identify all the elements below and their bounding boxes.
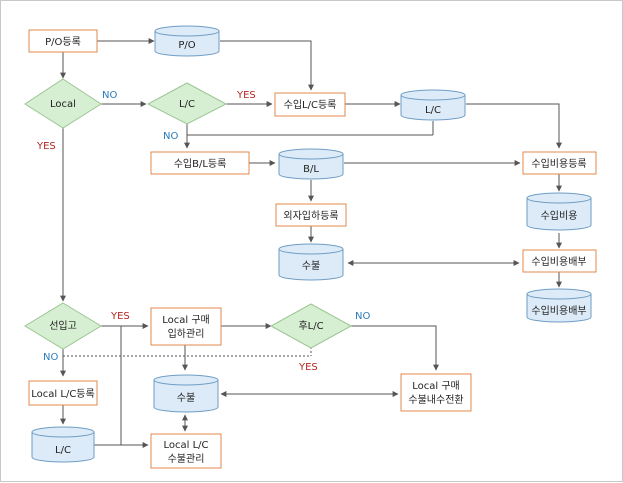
db-subul-top-label: 수불 <box>302 260 320 272</box>
db-lc-top-label: L/C <box>425 105 441 116</box>
edge-lc-db-to-import-cost <box>466 103 562 149</box>
db-import-cost-alloc-label: 수입비용배부 <box>531 304 586 317</box>
db-subul-bottom: 수불 <box>153 374 219 413</box>
decisions: Local L/C 선입고 후L/C <box>24 78 353 350</box>
db-import-cost-alloc: 수입비용배부 <box>526 288 592 323</box>
box-import-bl-register-label: 수입B/L등록 <box>174 157 227 170</box>
label-yes-lc: YES <box>236 90 256 101</box>
box-po-register-label: P/O등록 <box>45 36 81 48</box>
box-import-lc-register-label: 수입L/C등록 <box>284 98 337 111</box>
box-foreign-receipt-register-label: 외자입하등록 <box>283 209 338 222</box>
decision-local-label: Local <box>50 99 76 110</box>
label-yes-pre-receipt: YES <box>110 311 130 322</box>
box-foreign-receipt-register: 외자입하등록 <box>275 203 347 227</box>
box-import-lc-register: 수입L/C등록 <box>274 92 346 117</box>
process-boxes: P/O등록 수입L/C등록 수입B/L등록 수입비용등록 외자입하등록 수입비용… <box>28 29 597 469</box>
edge-po-db-to-import-lc <box>220 40 314 91</box>
box-local-lc-register-label: Local L/C등록 <box>31 388 94 400</box>
label-no-local: NO <box>102 90 117 101</box>
db-import-cost-label: 수입비용 <box>541 209 578 222</box>
decision-local: Local <box>24 78 102 129</box>
box-local-purchase-convert-line2: 수불내수전환 <box>408 394 463 406</box>
box-local-lc-register: Local L/C등록 <box>28 380 98 406</box>
decision-post-lc: 후L/C <box>269 303 353 349</box>
db-po-label: P/O <box>178 40 195 51</box>
box-import-bl-register: 수입B/L등록 <box>150 151 250 175</box>
decision-lc: L/C <box>146 82 228 125</box>
db-import-cost: 수입비용 <box>526 192 592 231</box>
box-local-purchase-receipt-line1: Local 구매 <box>162 314 210 326</box>
db-lc-bottom-label: L/C <box>55 445 71 456</box>
box-local-lc-subul-line1: Local L/C <box>163 440 208 451</box>
db-subul-bottom-label: 수불 <box>177 392 195 404</box>
box-local-purchase-convert-line1: Local 구매 <box>412 380 460 392</box>
box-import-cost-register-label: 수입비용등록 <box>531 157 586 170</box>
box-local-lc-subul-line2: 수불관리 <box>168 453 205 465</box>
data-stores: P/O L/C B/L 수입비용 수불 수입비용배부 <box>31 25 592 463</box>
connectors <box>60 38 562 448</box>
label-yes-local: YES <box>36 141 56 152</box>
label-no-post-lc: NO <box>355 311 370 322</box>
branch-labels: NO YES NO YES YES NO NO YES <box>36 90 370 373</box>
decision-post-lc-label: 후L/C <box>298 320 323 332</box>
box-local-lc-subul: Local L/C 수불관리 <box>150 433 222 469</box>
db-lc-bottom: L/C <box>31 426 95 463</box>
db-bl: B/L <box>278 148 344 180</box>
box-import-cost-alloc: 수입비용배부 <box>522 249 597 273</box>
box-import-cost-register: 수입비용등록 <box>522 151 597 175</box>
label-no-lc: NO <box>163 131 178 142</box>
label-yes-post-lc: YES <box>298 362 318 373</box>
db-subul-top: 수불 <box>278 243 344 281</box>
box-import-cost-alloc-label: 수입비용배부 <box>531 255 586 268</box>
db-bl-label: B/L <box>303 164 319 175</box>
db-po: P/O <box>154 25 220 57</box>
box-local-purchase-receipt: Local 구매 입하관리 <box>150 307 222 346</box>
box-local-purchase-receipt-line2: 입하관리 <box>168 327 205 340</box>
db-lc-top: L/C <box>400 89 466 121</box>
label-no-pre-receipt: NO <box>43 352 58 363</box>
decision-lc-label: L/C <box>179 99 195 110</box>
decision-pre-receipt-label: 선입고 <box>49 319 77 332</box>
edge-post-lc-to-convert-no <box>351 325 439 371</box>
box-po-register: P/O등록 <box>28 29 98 53</box>
decision-pre-receipt: 선입고 <box>24 302 102 350</box>
box-local-purchase-convert: Local 구매 수불내수전환 <box>400 373 472 412</box>
